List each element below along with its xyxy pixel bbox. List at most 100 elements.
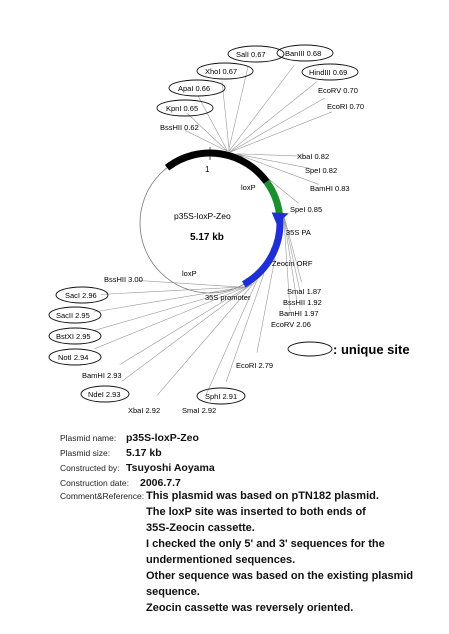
site-label-spei-082: SpeI 0.82 [305, 166, 337, 175]
site-label-sphi: SphI 2.91 [205, 392, 237, 401]
site-label-smai-187: SmaI 1.87 [287, 287, 321, 296]
site-label-saci: SacI 2.96 [65, 291, 97, 300]
site-leader-line [256, 258, 276, 353]
feature-label-35s-pa: 35S PA [286, 228, 311, 237]
comment-label: Comment&Reference: [60, 491, 145, 501]
site-leader-line [237, 154, 319, 185]
site-label-ecori-279: EcoRI 2.79 [236, 361, 273, 370]
site-leader-line [237, 153, 312, 169]
site-leader-line [187, 113, 228, 152]
site-label-bstxi: BstXI 2.95 [56, 332, 91, 341]
site-leader-line [205, 279, 258, 395]
plasmid-name-label: Plasmid name: [60, 433, 117, 443]
unique-site-oval [48, 327, 102, 345]
site-leader-lines [93, 65, 332, 396]
site-label-bsshii-300: BssHII 3.00 [104, 275, 143, 284]
site-label-ecorv-070: EcoRV 0.70 [318, 86, 358, 95]
feature-arc-4 [242, 277, 252, 288]
feature-label-35s-promoter: 35S promoter [205, 293, 251, 302]
site-label-smai-292: SmaI 2.92 [182, 406, 216, 415]
unique-site-oval [227, 45, 285, 63]
site-label-bamhi-197: BamHI 1.97 [279, 309, 319, 318]
feature-arc-2 [263, 179, 284, 217]
site-leader-line [283, 215, 298, 302]
comment-line: 35S-Zeocin cassette. [146, 522, 255, 534]
feature-label-loxp-bottom: loxP [182, 269, 197, 278]
site-leader-line [230, 97, 326, 153]
comment-line: This plasmid was based on pTN182 plasmid… [146, 490, 379, 502]
site-label-bsshii-192: BssHII 1.92 [283, 298, 322, 307]
plasmid-info-panel: Plasmid name: p35S-loxP-Zeo Plasmid size… [0, 420, 449, 634]
unique-site-oval [80, 385, 130, 403]
comment-line: Zeocin cassette was reversely oriented. [146, 602, 354, 614]
feature-arc-1 [166, 149, 270, 184]
site-leader-line [236, 153, 304, 157]
plasmid-size-value: 5.17 kb [126, 447, 162, 459]
constructed-by-row: Constructed by: Tsuyoshi Aoyama [60, 462, 215, 474]
site-label-bamhi-293: BamHI 2.93 [82, 371, 122, 380]
site-leader-line [230, 111, 332, 153]
site-label-bsshii-062: BssHII 0.62 [160, 123, 199, 132]
site-leader-line [119, 284, 251, 365]
site-leader-line [221, 81, 230, 152]
legend-oval-icon [287, 341, 333, 357]
constructed-by-label: Constructed by: [60, 463, 120, 473]
site-leader-line [157, 281, 256, 396]
construction-date-label: Construction date: [60, 478, 129, 488]
comment-line: The loxP site was inserted to both ends … [146, 506, 366, 518]
site-leader-line [94, 284, 251, 350]
unique-site-oval [48, 306, 102, 324]
comment-line: undermentioned sequences. [146, 554, 296, 566]
site-leader-line [283, 213, 302, 283]
site-leader-line [228, 65, 295, 152]
site-label-apai: ApaI 0.66 [178, 84, 210, 93]
plasmid-name-row: Plasmid name: p35S-loxP-Zeo [60, 432, 199, 444]
site-label-xbai-292: XbaI 2.92 [128, 406, 160, 415]
site-leader-line [283, 214, 301, 293]
site-leader-line [283, 216, 291, 312]
site-label-spei-085: SpeI 0.85 [290, 205, 322, 214]
site-leader-line [225, 273, 265, 382]
unique-site-oval [301, 63, 359, 81]
plasmid-map: 1 p35S-loxP-Zeo 5.17 kb loxP 35S PA Zeoc… [48, 44, 410, 415]
feature-arcs [164, 149, 289, 288]
site-label-ndei: NdeI 2.93 [88, 390, 121, 399]
unique-site-oval [196, 387, 246, 405]
unique-site-oval [48, 348, 102, 366]
site-label-ecori-070: EcoRI 0.70 [327, 102, 364, 111]
unique-site-oval [55, 286, 109, 304]
unique-site-oval [168, 79, 226, 97]
site-leader-line [184, 130, 227, 152]
site-leader-line [228, 66, 249, 152]
comment-row: Comment&Reference: [60, 491, 145, 501]
constructed-by-value: Tsuyoshi Aoyama [126, 462, 215, 474]
feature-label-zeocin-orf: Zeocin ORF [272, 259, 313, 268]
construction-date-row: Construction date: 2006.7.7 [60, 477, 181, 489]
site-label-sacii: SacII 2.95 [56, 311, 90, 320]
site-leader-line [93, 285, 249, 313]
site-leader-line [121, 283, 252, 382]
site-label-bamhi-083: BamHI 0.83 [310, 184, 350, 193]
plasmid-name-value: p35S-loxP-Zeo [126, 432, 199, 444]
feature-arc-3 [245, 216, 284, 286]
site-label-kpni: KpnI 0.65 [166, 104, 198, 113]
site-leader-line [94, 285, 250, 331]
site-leader-line [197, 95, 228, 152]
comment-line: Other sequence was based on the existing… [146, 570, 414, 582]
site-label-noti: NotI 2.94 [58, 353, 88, 362]
feature-label-loxp-top: loxP [241, 183, 256, 192]
plasmid-size-center: 5.17 kb [190, 232, 224, 243]
legend-text: : unique site [333, 342, 410, 357]
site-label-xbai-082: XbaI 0.82 [297, 152, 329, 161]
plasmid-size-label: Plasmid size: [60, 448, 111, 458]
site-leader-line [100, 286, 248, 295]
site-label-baniii: BanIII 0.68 [285, 49, 321, 58]
promoter-arrowhead-icon [271, 212, 289, 225]
unique-site-oval [196, 62, 254, 80]
site-label-ecorv-206: EcoRV 2.06 [271, 320, 311, 329]
comment-line: I checked the only 5' and 3' sequences f… [146, 538, 385, 550]
unique-site-oval [156, 99, 214, 117]
site-label-xhoi: XhoI 0.67 [205, 67, 237, 76]
site-label-hindiii: HindIII 0.69 [309, 68, 347, 77]
plasmid-name-center: p35S-loxP-Zeo [174, 211, 231, 221]
